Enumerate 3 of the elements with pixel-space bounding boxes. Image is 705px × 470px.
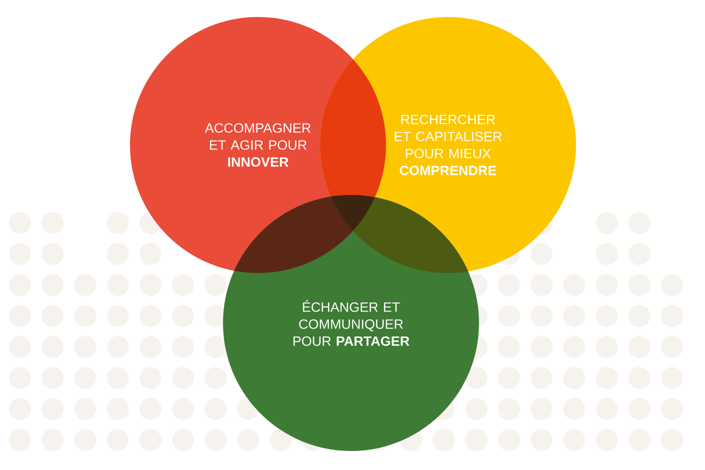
circle-label: ACCOMPAGNER ET AGIR POUR INNOVER: [204, 123, 310, 167]
circle-label: RECHERCHER ET CAPITALISER POUR MIEUX COMPRENDRE: [394, 114, 502, 176]
circle-label: ÉCHANGER ET COMMUNIQUER POUR PARTAGER: [294, 300, 410, 346]
